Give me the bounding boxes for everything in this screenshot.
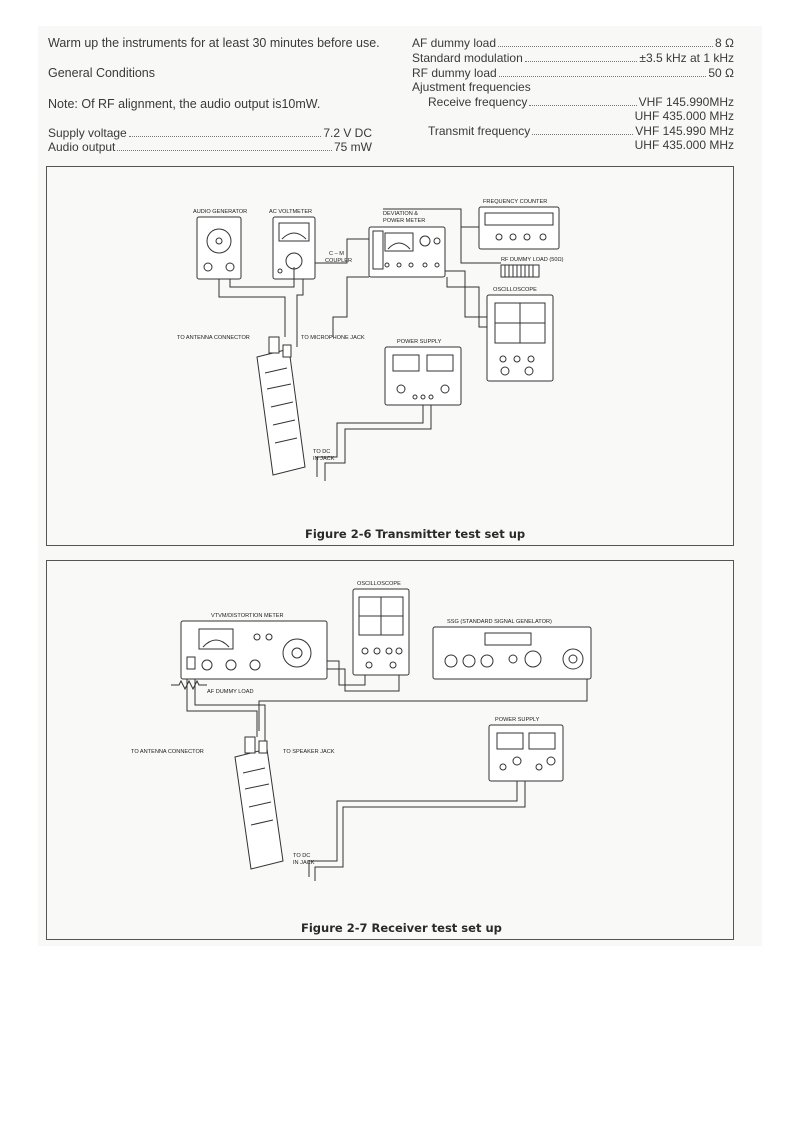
leader-dots [128, 136, 322, 137]
spec-label: Supply voltage [48, 126, 127, 140]
warmup-text: Warm up the instruments for at least 30 … [48, 36, 380, 50]
diagram-label: DEVIATION & [383, 211, 418, 217]
diagram-label: RF DUMMY LOAD (50Ω) [501, 257, 564, 263]
figure-receiver-panel: OSCILLOSCOPE VTVM/DISTORTION METER SSG (… [46, 560, 734, 940]
transceiver-icon [256, 336, 306, 476]
diagram-label: POWER SUPPLY [397, 339, 442, 345]
diagram-label: TO MICROPHONE JACK [301, 335, 365, 341]
spec-value: 50 Ω [708, 66, 734, 80]
diagram-label: TO DC [313, 449, 330, 455]
signal-generator-icon [432, 626, 592, 680]
spec-af-dummy-load: AF dummy load 8 Ω [412, 36, 734, 50]
transceiver-icon [234, 736, 284, 870]
transmit-uhf-value: UHF 435.000 MHz [634, 138, 734, 152]
note-text: Note: Of RF alignment, the audio output … [48, 97, 321, 111]
transmitter-diagram: AUDIO GENERATOR AC VOLTMETER DEVIATION &… [177, 199, 564, 481]
spec-value: VHF 145.990 MHz [635, 124, 734, 138]
audio-generator-icon [196, 216, 242, 280]
vtvm-distortion-meter-icon [180, 620, 328, 680]
spec-receive-frequency: Receive frequency VHF 145.990MHz [428, 95, 734, 109]
frequency-counter-icon [478, 206, 560, 250]
diagram-label: AF DUMMY LOAD [207, 689, 254, 695]
adjustment-heading: Ajustment frequencies [412, 80, 531, 94]
receiver-caption: Figure 2-7 Receiver test set up [301, 921, 502, 935]
spec-label: Audio output [48, 140, 116, 154]
leader-dots [498, 76, 707, 77]
af-dummy-load-icon [171, 679, 207, 691]
spec-value: 7.2 V DC [323, 126, 372, 140]
spec-label: Transmit frequency [428, 124, 531, 138]
power-supply-icon [488, 724, 564, 782]
rf-dummy-load-icon [500, 264, 540, 278]
diagram-label: VTVM/DISTORTION METER [211, 613, 284, 619]
diagram-label: SSG (STANDARD SIGNAL GENELATOR) [447, 619, 552, 625]
oscilloscope-icon [352, 588, 410, 676]
spec-label: Standard modulation [412, 51, 523, 65]
power-supply-icon [384, 346, 462, 406]
diagram-label: COUPLER [325, 258, 352, 264]
diagram-label: POWER SUPPLY [495, 717, 540, 723]
diagram-label: FREQUENCY COUNTER [483, 199, 547, 205]
diagram-label: IN JACK [313, 456, 335, 462]
leader-dots [529, 105, 637, 106]
diagram-label: TO ANTENNA CONNECTOR [131, 749, 204, 755]
leader-dots [532, 134, 634, 135]
spec-transmit-frequency: Transmit frequency VHF 145.990 MHz [428, 124, 734, 138]
diagram-label: IN JACK [293, 860, 315, 866]
oscilloscope-icon [486, 294, 554, 382]
diagram-label: C – M [329, 251, 344, 257]
diagram-label: TO ANTENNA CONNECTOR [177, 335, 250, 341]
leader-dots [117, 150, 332, 151]
transmitter-caption: Figure 2-6 Transmitter test set up [305, 527, 526, 541]
diagram-label: TO SPEAKER JACK [283, 749, 335, 755]
leader-dots [524, 61, 638, 62]
figure-transmitter-panel: AUDIO GENERATOR AC VOLTMETER DEVIATION &… [46, 166, 734, 546]
spec-label: RF dummy load [412, 66, 497, 80]
spec-audio-output: Audio output 75 mW [48, 140, 372, 154]
diagram-label: POWER METER [383, 218, 425, 224]
receive-uhf-value: UHF 435.000 MHz [634, 109, 734, 123]
diagram-label: AUDIO GENERATOR [193, 209, 247, 215]
general-conditions-heading: General Conditions [48, 66, 156, 80]
spec-value: 75 mW [333, 140, 372, 154]
spec-supply-voltage: Supply voltage 7.2 V DC [48, 126, 372, 140]
diagram-label: TO DC [293, 853, 310, 859]
spec-label: Receive frequency [428, 95, 528, 109]
diagram-label: OSCILLOSCOPE [357, 581, 401, 587]
deviation-meter-icon [368, 226, 446, 278]
spec-rf-dummy-load: RF dummy load 50 Ω [412, 66, 734, 80]
spec-value: 8 Ω [715, 36, 734, 50]
receiver-diagram: OSCILLOSCOPE VTVM/DISTORTION METER SSG (… [131, 581, 592, 881]
diagram-label: AC VOLTMETER [269, 209, 312, 215]
spec-value: VHF 145.990MHz [638, 95, 734, 109]
spec-standard-modulation: Standard modulation ±3.5 kHz at 1 kHz [412, 51, 734, 65]
diagram-label: OSCILLOSCOPE [493, 287, 537, 293]
spec-label: AF dummy load [412, 36, 497, 50]
leader-dots [498, 46, 714, 47]
spec-value: ±3.5 kHz at 1 kHz [639, 51, 734, 65]
